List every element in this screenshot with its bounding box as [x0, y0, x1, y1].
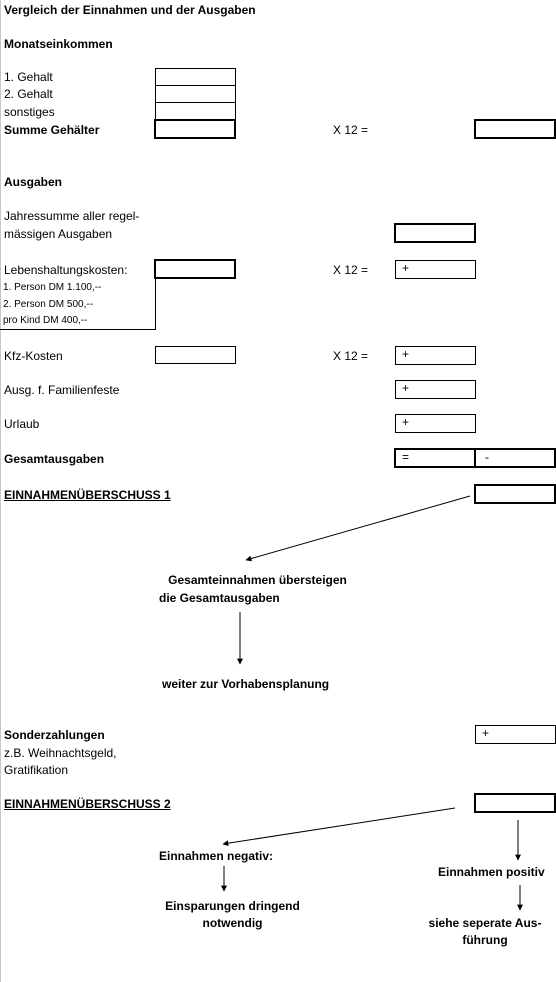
negative-result-2: notwendig	[202, 916, 263, 930]
expenses-heading: Ausgaben	[4, 175, 63, 189]
vacation-field[interactable]: +	[395, 414, 476, 433]
living-costs-field[interactable]	[154, 259, 236, 279]
income-item-1: 1. Gehalt	[4, 70, 53, 84]
car-costs-label: Kfz-Kosten	[4, 349, 63, 363]
surplus-1-result-1: Gesamteinnahmen übersteigen	[168, 573, 347, 587]
special-payments-field[interactable]: +	[475, 725, 556, 744]
living-note-2: 2. Person DM 500,--	[3, 299, 94, 310]
plus-sign: +	[482, 726, 490, 740]
car-times-12-label: X 12 =	[333, 349, 369, 363]
negative-result-1: Einsparungen dringend	[165, 899, 300, 913]
special-payments-example-1: z.B. Weihnachtsgeld,	[4, 746, 117, 760]
living-costs-notes-box: 1. Person DM 1.100,-- 2. Person DM 500,-…	[0, 278, 156, 330]
surplus-1-field[interactable]	[474, 484, 556, 504]
page-left-edge	[0, 0, 1, 982]
plus-sign: +	[402, 415, 410, 429]
page-title: Vergleich der Einnahmen und der Ausgaben	[4, 3, 256, 17]
salary-sum-label: Summe Gehälter	[4, 123, 100, 137]
surplus-2-field[interactable]	[474, 793, 556, 813]
yearly-expenses-label-1: Jahressumme aller regel-	[4, 209, 140, 223]
surplus-1-label: EINNAHMENÜBERSCHUSS 1	[4, 488, 171, 502]
special-payments-example-2: Gratifikation	[4, 763, 69, 777]
minus-sign: -	[485, 450, 489, 464]
living-costs-yearly-field[interactable]: +	[395, 260, 476, 279]
arrow-to-negative	[222, 807, 456, 847]
plus-sign: +	[402, 261, 410, 275]
positive-result-2: führung	[462, 933, 508, 947]
living-note-3: pro Kind DM 400,--	[3, 315, 88, 326]
family-events-field[interactable]: +	[395, 380, 476, 399]
plus-sign: +	[402, 381, 410, 395]
arrow-to-result	[245, 495, 471, 562]
next-step-label: weiter zur Vorhabensplanung	[162, 677, 330, 691]
equals-sign: =	[402, 450, 410, 464]
income-item-3: sonstiges	[4, 105, 55, 119]
positive-result-1: siehe seperate Aus-	[428, 916, 542, 930]
vacation-label: Urlaub	[4, 417, 40, 431]
positive-income-label: Einnahmen positiv	[438, 865, 545, 879]
family-events-label: Ausg. f. Familienfeste	[4, 383, 120, 397]
yearly-expenses-label-2: mässigen Ausgaben	[4, 227, 113, 241]
negative-income-label: Einnahmen negativ:	[159, 849, 274, 863]
living-note-1: 1. Person DM 1.100,--	[3, 282, 102, 293]
surplus-2-label: EINNAHMENÜBERSCHUSS 2	[4, 797, 171, 811]
yearly-income-field[interactable]	[474, 119, 556, 139]
special-payments-heading: Sonderzahlungen	[4, 728, 105, 742]
living-times-12-label: X 12 =	[333, 263, 369, 277]
income-item-2: 2. Gehalt	[4, 87, 53, 101]
plus-sign: +	[402, 347, 410, 361]
living-costs-label: Lebenshaltungskosten:	[4, 263, 128, 277]
total-expenses-label: Gesamtausgaben	[4, 452, 105, 466]
car-costs-field[interactable]	[155, 346, 236, 364]
yearly-expenses-field[interactable]	[394, 223, 476, 243]
income-heading: Monatseinkommen	[4, 37, 113, 51]
surplus-1-result-2: die Gesamtausgaben	[159, 591, 280, 605]
times-12-label: X 12 =	[333, 123, 369, 137]
total-expenses-difference-field[interactable]: -	[474, 448, 556, 468]
salary-sum-field[interactable]	[154, 119, 236, 139]
car-costs-yearly-field[interactable]: +	[395, 346, 476, 365]
